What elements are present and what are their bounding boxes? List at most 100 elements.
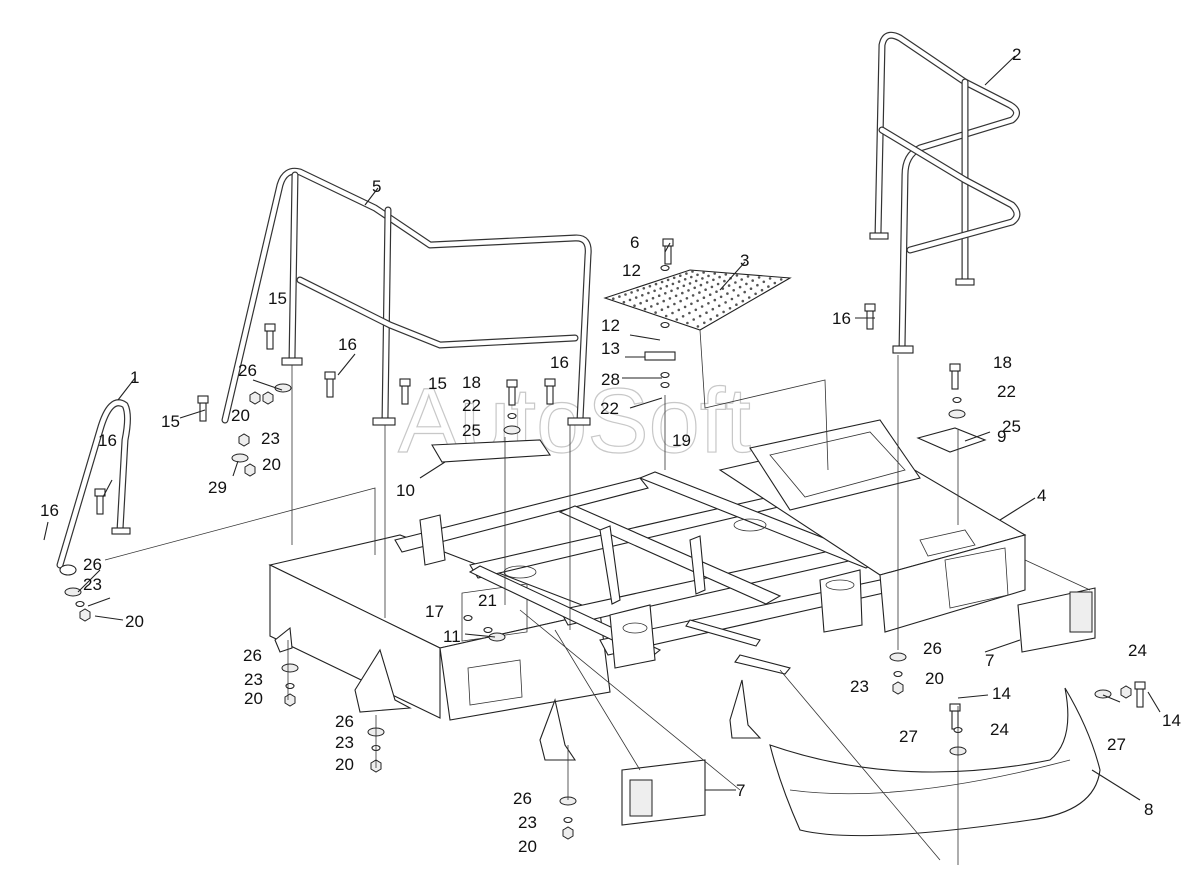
perforation-hole bbox=[696, 273, 699, 277]
perforation-hole bbox=[664, 292, 667, 295]
spring-washer bbox=[660, 371, 670, 379]
perforation-hole bbox=[699, 283, 703, 287]
callout-l20f: 20 bbox=[518, 837, 537, 856]
bolt bbox=[506, 379, 518, 406]
callout-l20d: 20 bbox=[244, 689, 263, 708]
bolt bbox=[197, 395, 209, 422]
callout-l28: 28 bbox=[601, 370, 620, 389]
perforation-hole bbox=[711, 307, 715, 311]
perforation-hole bbox=[666, 278, 670, 282]
perforation-hole bbox=[647, 291, 650, 295]
perforation-hole bbox=[715, 290, 718, 294]
callout-l18b: 18 bbox=[993, 353, 1012, 372]
callout-l24a: 24 bbox=[1128, 641, 1147, 660]
callout-l2: 2 bbox=[1012, 45, 1021, 64]
perforation-hole bbox=[674, 294, 678, 298]
callout-l20b: 20 bbox=[262, 455, 281, 474]
main-frame-assembly bbox=[268, 419, 1027, 761]
perforation-hole bbox=[694, 308, 698, 312]
perforation-hole bbox=[768, 277, 772, 280]
washer bbox=[281, 663, 299, 673]
perforation-hole bbox=[660, 280, 664, 284]
perforation-hole bbox=[700, 305, 704, 308]
perforation-hole bbox=[687, 289, 690, 292]
callout-l11: 11 bbox=[443, 627, 461, 646]
callout-l26b: 26 bbox=[83, 555, 102, 574]
nut bbox=[892, 681, 904, 695]
perforation-hole bbox=[628, 298, 632, 302]
callout-l9: 9 bbox=[997, 427, 1006, 446]
perforation-hole bbox=[713, 272, 716, 275]
perforation-hole bbox=[690, 302, 693, 306]
perforation-hole bbox=[681, 291, 684, 295]
callout-l16e: 16 bbox=[832, 309, 851, 328]
callout-l26c: 26 bbox=[243, 646, 262, 665]
perforation-hole bbox=[622, 300, 626, 304]
perforation-hole bbox=[722, 310, 725, 314]
callout-l26f: 26 bbox=[923, 639, 942, 658]
perforation-hole bbox=[673, 302, 676, 306]
spring-washer bbox=[507, 412, 517, 420]
perforation-hole bbox=[672, 276, 676, 280]
perforation-hole bbox=[734, 281, 737, 284]
perforation-hole bbox=[686, 321, 689, 325]
perforation-hole bbox=[645, 299, 649, 303]
perforation-hole bbox=[728, 307, 732, 310]
perforation-hole bbox=[656, 302, 659, 306]
perforation-hole bbox=[703, 321, 706, 325]
callout-l27b: 27 bbox=[1107, 735, 1126, 754]
callout-l22a: 22 bbox=[462, 396, 481, 415]
perforation-hole bbox=[696, 299, 699, 303]
perforation-hole bbox=[660, 308, 664, 312]
callout-l3: 3 bbox=[740, 251, 749, 270]
light-left bbox=[621, 759, 706, 826]
perforation-hole bbox=[648, 284, 652, 288]
perforation-hole bbox=[642, 287, 646, 290]
callout-l24b: 24 bbox=[990, 720, 1009, 739]
perforation-hole bbox=[688, 311, 691, 315]
perforation-hole bbox=[682, 284, 686, 288]
perforation-hole bbox=[779, 278, 783, 281]
spring-washer bbox=[285, 682, 295, 690]
perforation-hole bbox=[723, 279, 726, 283]
callout-l20c: 20 bbox=[125, 612, 144, 631]
perforation-hole bbox=[694, 279, 698, 283]
callout-l29: 29 bbox=[208, 478, 227, 497]
callout-l23e: 23 bbox=[518, 813, 537, 832]
callout-l22c: 22 bbox=[997, 382, 1016, 401]
perforation-hole bbox=[767, 285, 770, 288]
perforation-hole bbox=[685, 297, 689, 300]
callout-l15b: 15 bbox=[161, 412, 180, 431]
perforation-hole bbox=[643, 307, 647, 311]
perforation-hole bbox=[696, 325, 700, 328]
spring-washer bbox=[75, 600, 85, 608]
nut bbox=[79, 608, 91, 622]
perforation-hole bbox=[676, 287, 679, 290]
perforation-hole bbox=[639, 301, 642, 305]
callout-l14b: 14 bbox=[1162, 711, 1181, 730]
callout-l23b: 23 bbox=[83, 575, 102, 594]
perforation-hole bbox=[756, 283, 759, 287]
callout-labels: 1234567789101112121314141515151616161616… bbox=[40, 45, 1181, 856]
bolt bbox=[949, 363, 961, 390]
nut bbox=[249, 391, 261, 405]
perforation-hole bbox=[634, 296, 638, 299]
callout-l12b: 12 bbox=[601, 316, 620, 335]
perforation-hole bbox=[653, 289, 656, 293]
nut bbox=[1120, 685, 1132, 699]
callout-l22b: 22 bbox=[600, 399, 619, 418]
perforation-hole bbox=[773, 281, 777, 285]
perforation-hole bbox=[664, 314, 668, 318]
washer bbox=[948, 409, 966, 419]
perforation-hole bbox=[757, 276, 761, 279]
bolt bbox=[662, 238, 674, 265]
perforation-hole bbox=[760, 288, 764, 292]
perforation-hole bbox=[707, 302, 710, 305]
perforation-hole bbox=[683, 278, 687, 281]
perforation-hole bbox=[751, 279, 754, 282]
perforation-hole bbox=[702, 296, 706, 300]
callout-l26d: 26 bbox=[335, 712, 354, 731]
perforation-hole bbox=[675, 318, 679, 321]
spring-washer bbox=[660, 264, 670, 272]
